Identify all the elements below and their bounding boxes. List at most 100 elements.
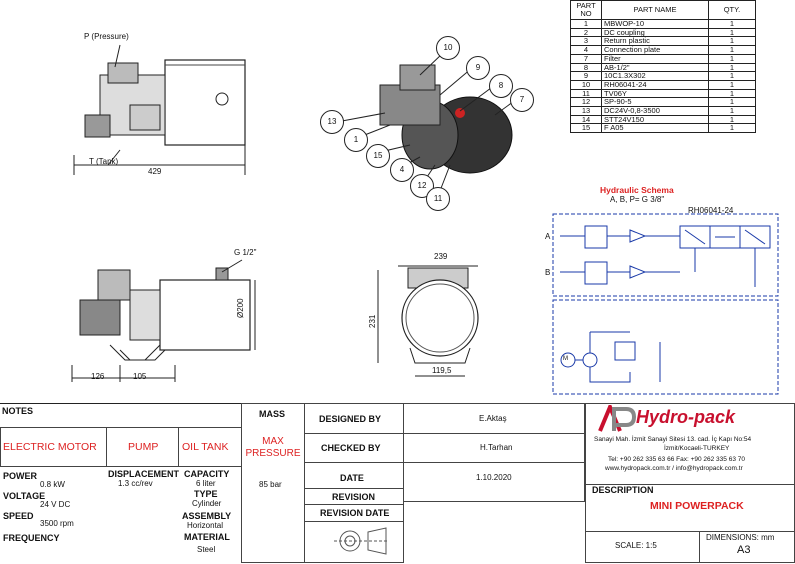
voltage-label: VOLTAGE (3, 491, 46, 501)
part-no: 4 (570, 45, 602, 55)
balloon-11: 11 (426, 187, 450, 211)
type-value: Cylinder (192, 499, 222, 508)
hydraulic-schema (552, 213, 779, 395)
max-pressure-heading: MAX PRESSURE (245, 436, 301, 459)
frequency-label: FREQUENCY (3, 533, 60, 543)
checked-by-label: CHECKED BY (321, 443, 381, 453)
part-qty: 1 (708, 123, 756, 134)
balloon-10: 10 (436, 36, 460, 60)
tank-label: T (Tank) (89, 157, 119, 166)
type-label: TYPE (194, 489, 218, 499)
assembly-label: ASSEMBLY (182, 511, 232, 521)
part-name: MBWOP-10 (601, 19, 709, 29)
speed-value: 3500 rpm (40, 519, 74, 528)
part-no: 10 (570, 79, 602, 90)
description-label: DESCRIPTION (592, 485, 654, 495)
date-value: 1.10.2020 (476, 473, 512, 482)
schema-subtitle: A, B, P= G 3/8" (610, 195, 665, 204)
length-dim: 429 (148, 167, 162, 176)
schema-valve-label: RH06041-24 (688, 206, 734, 215)
assembly-value: Horizontal (187, 521, 224, 530)
part-qty: 1 (708, 106, 756, 116)
end-height-dim: 231 (368, 314, 377, 328)
balloon-7: 7 (510, 88, 534, 112)
schema-port-b: B (545, 268, 551, 277)
balloon-4: 4 (390, 158, 414, 182)
mass-label: MASS (259, 409, 286, 419)
balloon-9: 9 (466, 56, 490, 80)
notes-label: NOTES (2, 406, 34, 416)
end-bottom-dim: 119,5 (432, 366, 452, 375)
pressure-value: 85 bar (259, 480, 282, 489)
designed-by-value: E.Aktaş (479, 414, 507, 423)
oil-tank-heading: OIL TANK (182, 441, 229, 453)
balloon-15: 15 (366, 144, 390, 168)
displacement-label: DISPLACEMENT (108, 469, 180, 479)
isometric-view (341, 52, 518, 197)
balloon-8: 8 (489, 74, 513, 98)
revision-date-label: REVISION DATE (320, 508, 390, 518)
part-no: 13 (570, 106, 602, 116)
part-name: Connection plate (601, 45, 709, 55)
top-view-drawing (73, 44, 246, 175)
material-value: Steel (197, 545, 216, 554)
capacity-label: CAPACITY (184, 469, 230, 479)
diameter-dim: Ø200 (236, 298, 245, 318)
balloon-1: 1 (344, 128, 368, 152)
part-qty: 1 (708, 79, 756, 90)
company-web: www.hydropack.com.tr / info@hydropack.co… (605, 465, 743, 472)
capacity-value: 6 liter (196, 479, 216, 488)
company-phone: Tel: +90 262 335 63 66 Fax: +90 262 335 … (608, 456, 745, 463)
date-label: DATE (340, 473, 364, 483)
electric-motor-heading: ELECTRIC MOTOR (3, 441, 97, 453)
pump-heading: PUMP (128, 441, 159, 453)
part-qty: 1 (708, 53, 756, 64)
parts-header-name: PART NAME (601, 0, 709, 20)
sheet-size: A3 (737, 544, 751, 556)
dimensions-value: DIMENSIONS: mm (706, 533, 775, 542)
port-label: G 1/2" (234, 248, 257, 257)
checked-by-value: H.Tarhan (480, 443, 513, 452)
schema-title: Hydraulic Schema (600, 185, 674, 195)
material-label: MATERIAL (184, 532, 230, 542)
balloon-13: 13 (320, 110, 344, 134)
projection-symbol (334, 527, 388, 555)
front-view-drawing (71, 259, 256, 382)
end-view-drawing (377, 265, 479, 377)
part-name: RH06041-24 (601, 79, 709, 90)
schema-motor: M (563, 356, 568, 362)
displacement-value: 1.3 cc/rev (118, 479, 153, 488)
company-address1: Sanayi Mah. İzmit Sanayi Sitesi 13. cad.… (594, 436, 752, 443)
schema-port-a: A (545, 232, 551, 241)
part-name: Filter (601, 53, 709, 64)
company-address2: İzmit/Kocaeli-TURKEY (664, 445, 730, 452)
voltage-value: 24 V DC (40, 500, 71, 509)
company-logo (598, 405, 636, 432)
part-qty: 1 (708, 45, 756, 55)
revision-label: REVISION (332, 492, 376, 502)
dim-126: 126 (91, 372, 105, 381)
part-no: 1 (570, 19, 602, 29)
end-width-dim: 239 (434, 252, 448, 261)
part-name: F A05 (601, 123, 709, 134)
parts-header-no: PART NO (570, 0, 602, 20)
power-value: 0.8 kW (40, 480, 65, 489)
company-name: Hydro-pack (636, 407, 736, 427)
designed-by-label: DESIGNED BY (319, 414, 382, 424)
power-label: POWER (3, 471, 38, 481)
dim-105: 105 (133, 372, 147, 381)
description-value: MINI POWERPACK (650, 500, 744, 512)
